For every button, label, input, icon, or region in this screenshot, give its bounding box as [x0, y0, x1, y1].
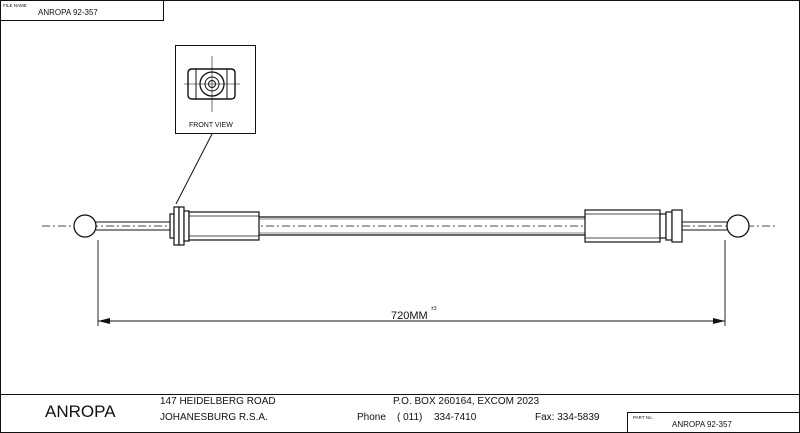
dimension-value: 720MM: [391, 310, 428, 322]
phone-number: 334-7410: [434, 412, 477, 423]
left-inner-wire: [96, 221, 170, 231]
file-name-value: ANROPA 92-357: [38, 8, 98, 17]
address-line-1: 147 HEIDELBERG ROAD: [160, 396, 276, 407]
front-view-leader-line: [175, 133, 213, 205]
right-arrowhead: [713, 318, 725, 324]
front-view-label: FRONT VIEW: [189, 122, 233, 129]
overall-length-dimension: [97, 240, 726, 326]
dimension-tolerance: ±3: [431, 306, 437, 312]
left-arrowhead: [98, 318, 110, 324]
fax-number: Fax: 334-5839: [535, 412, 600, 423]
phone-area-code: ( 011): [397, 412, 422, 423]
right-ferrule: [659, 209, 683, 243]
title-block: ANROPA 147 HEIDELBERG ROAD JOHANESBURG R…: [45, 396, 600, 423]
front-view-box: [175, 45, 256, 134]
outer-conduit: [259, 216, 585, 236]
file-name-label: FILE NAME: [3, 3, 27, 8]
part-number-box: PART No. ANROPA 92-357: [627, 412, 800, 433]
right-sleeve: [584, 209, 661, 243]
company-name: ANROPA: [45, 402, 116, 421]
part-number-value: ANROPA 92-357: [672, 420, 732, 429]
po-box: P.O. BOX 260164, EXCOM 2023: [393, 396, 539, 407]
file-name-box: FILE NAME ANROPA 92-357: [0, 0, 164, 21]
left-ferrule: [169, 206, 190, 246]
right-ball-end: [726, 214, 750, 238]
right-inner-wire: [682, 221, 727, 231]
phone-label: Phone: [357, 412, 386, 423]
front-view-inset: FRONT VIEW: [175, 45, 256, 205]
part-number-label: PART No.: [633, 415, 653, 420]
front-view-fitting-icon: [184, 56, 240, 112]
left-ball-end: [73, 214, 97, 238]
cable-assembly: [42, 206, 775, 246]
address-line-2: JOHANESBURG R.S.A.: [160, 412, 268, 423]
left-sleeve: [188, 211, 260, 241]
